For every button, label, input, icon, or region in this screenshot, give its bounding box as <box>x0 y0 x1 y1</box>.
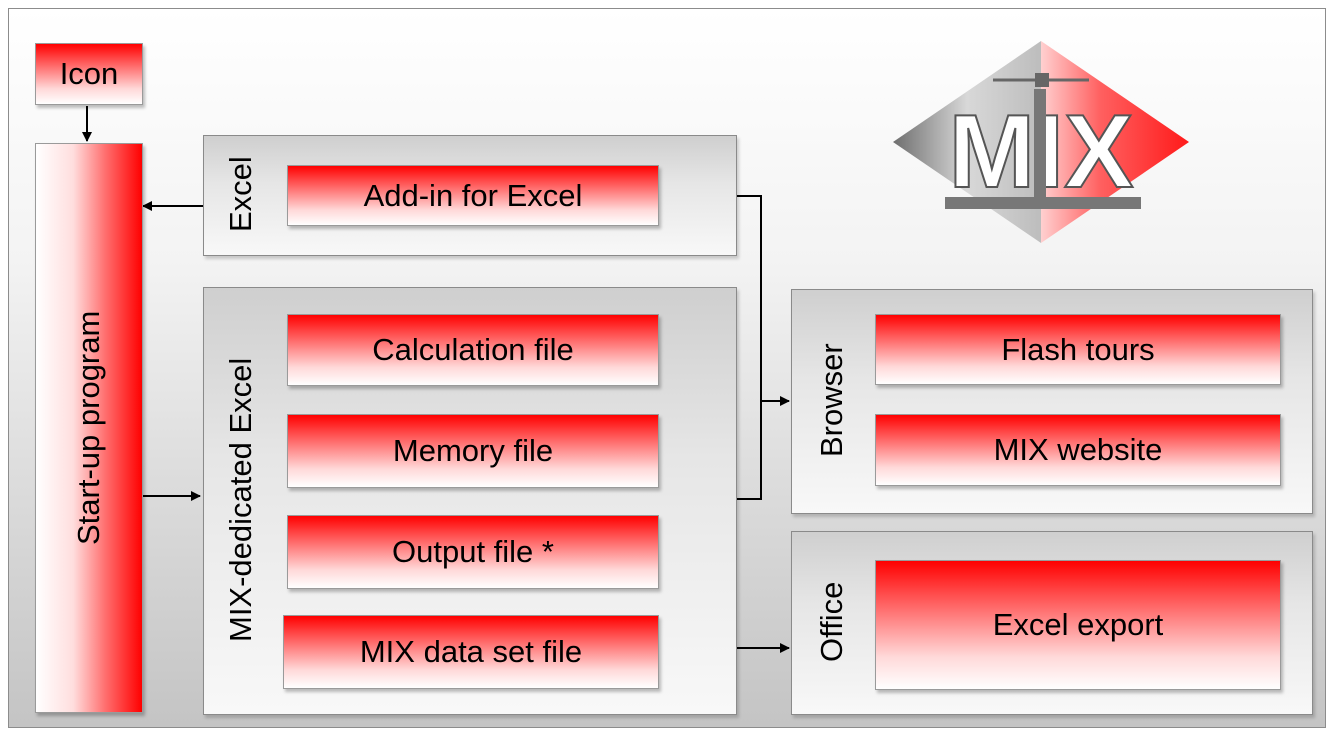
mix-data-set-file-label: MIX data set file <box>359 634 583 669</box>
logo-diamond-left <box>893 41 1041 243</box>
browser-panel-label: Browser <box>814 343 849 458</box>
calculation-file-label: Calculation file <box>372 332 574 367</box>
logo-base-bar <box>945 197 1141 209</box>
mix-logo: MIX <box>893 41 1189 243</box>
icon-label: Icon <box>59 56 119 91</box>
logo-stem <box>1034 89 1046 202</box>
add-in-for-excel-box: Add-in for Excel <box>287 165 659 226</box>
calculation-file-box: Calculation file <box>287 314 659 386</box>
mix-website-label: MIX website <box>993 432 1163 467</box>
excel-panel-label: Excel <box>223 156 258 233</box>
diagram-canvas: Icon Start-up program Excel Add-in for E… <box>8 8 1326 728</box>
startup-program-box <box>35 143 143 713</box>
icon-box: Icon <box>35 43 143 105</box>
memory-file-box: Memory file <box>287 414 659 488</box>
office-panel-label: Office <box>814 581 849 663</box>
line-mix-excel-to-browser <box>735 401 762 500</box>
add-in-for-excel-label: Add-in for Excel <box>363 177 583 213</box>
flash-tours-box: Flash tours <box>875 314 1281 385</box>
mix-dedicated-excel-label: MIX-dedicated Excel <box>223 357 258 643</box>
logo-top-knob <box>1035 73 1049 87</box>
startup-program-label: Start-up program <box>71 310 106 546</box>
memory-file-label: Memory file <box>392 433 554 468</box>
excel-export-label: Excel export <box>992 607 1164 642</box>
mix-website-box: MIX website <box>875 414 1281 486</box>
excel-export-box: Excel export <box>875 560 1281 690</box>
output-file-label: Output file * <box>392 534 554 569</box>
logo-diamond-right <box>1041 41 1189 243</box>
output-file-box: Output file * <box>287 515 659 589</box>
mix-data-set-file-box: MIX data set file <box>283 615 659 689</box>
flash-tours-label: Flash tours <box>1001 331 1155 367</box>
